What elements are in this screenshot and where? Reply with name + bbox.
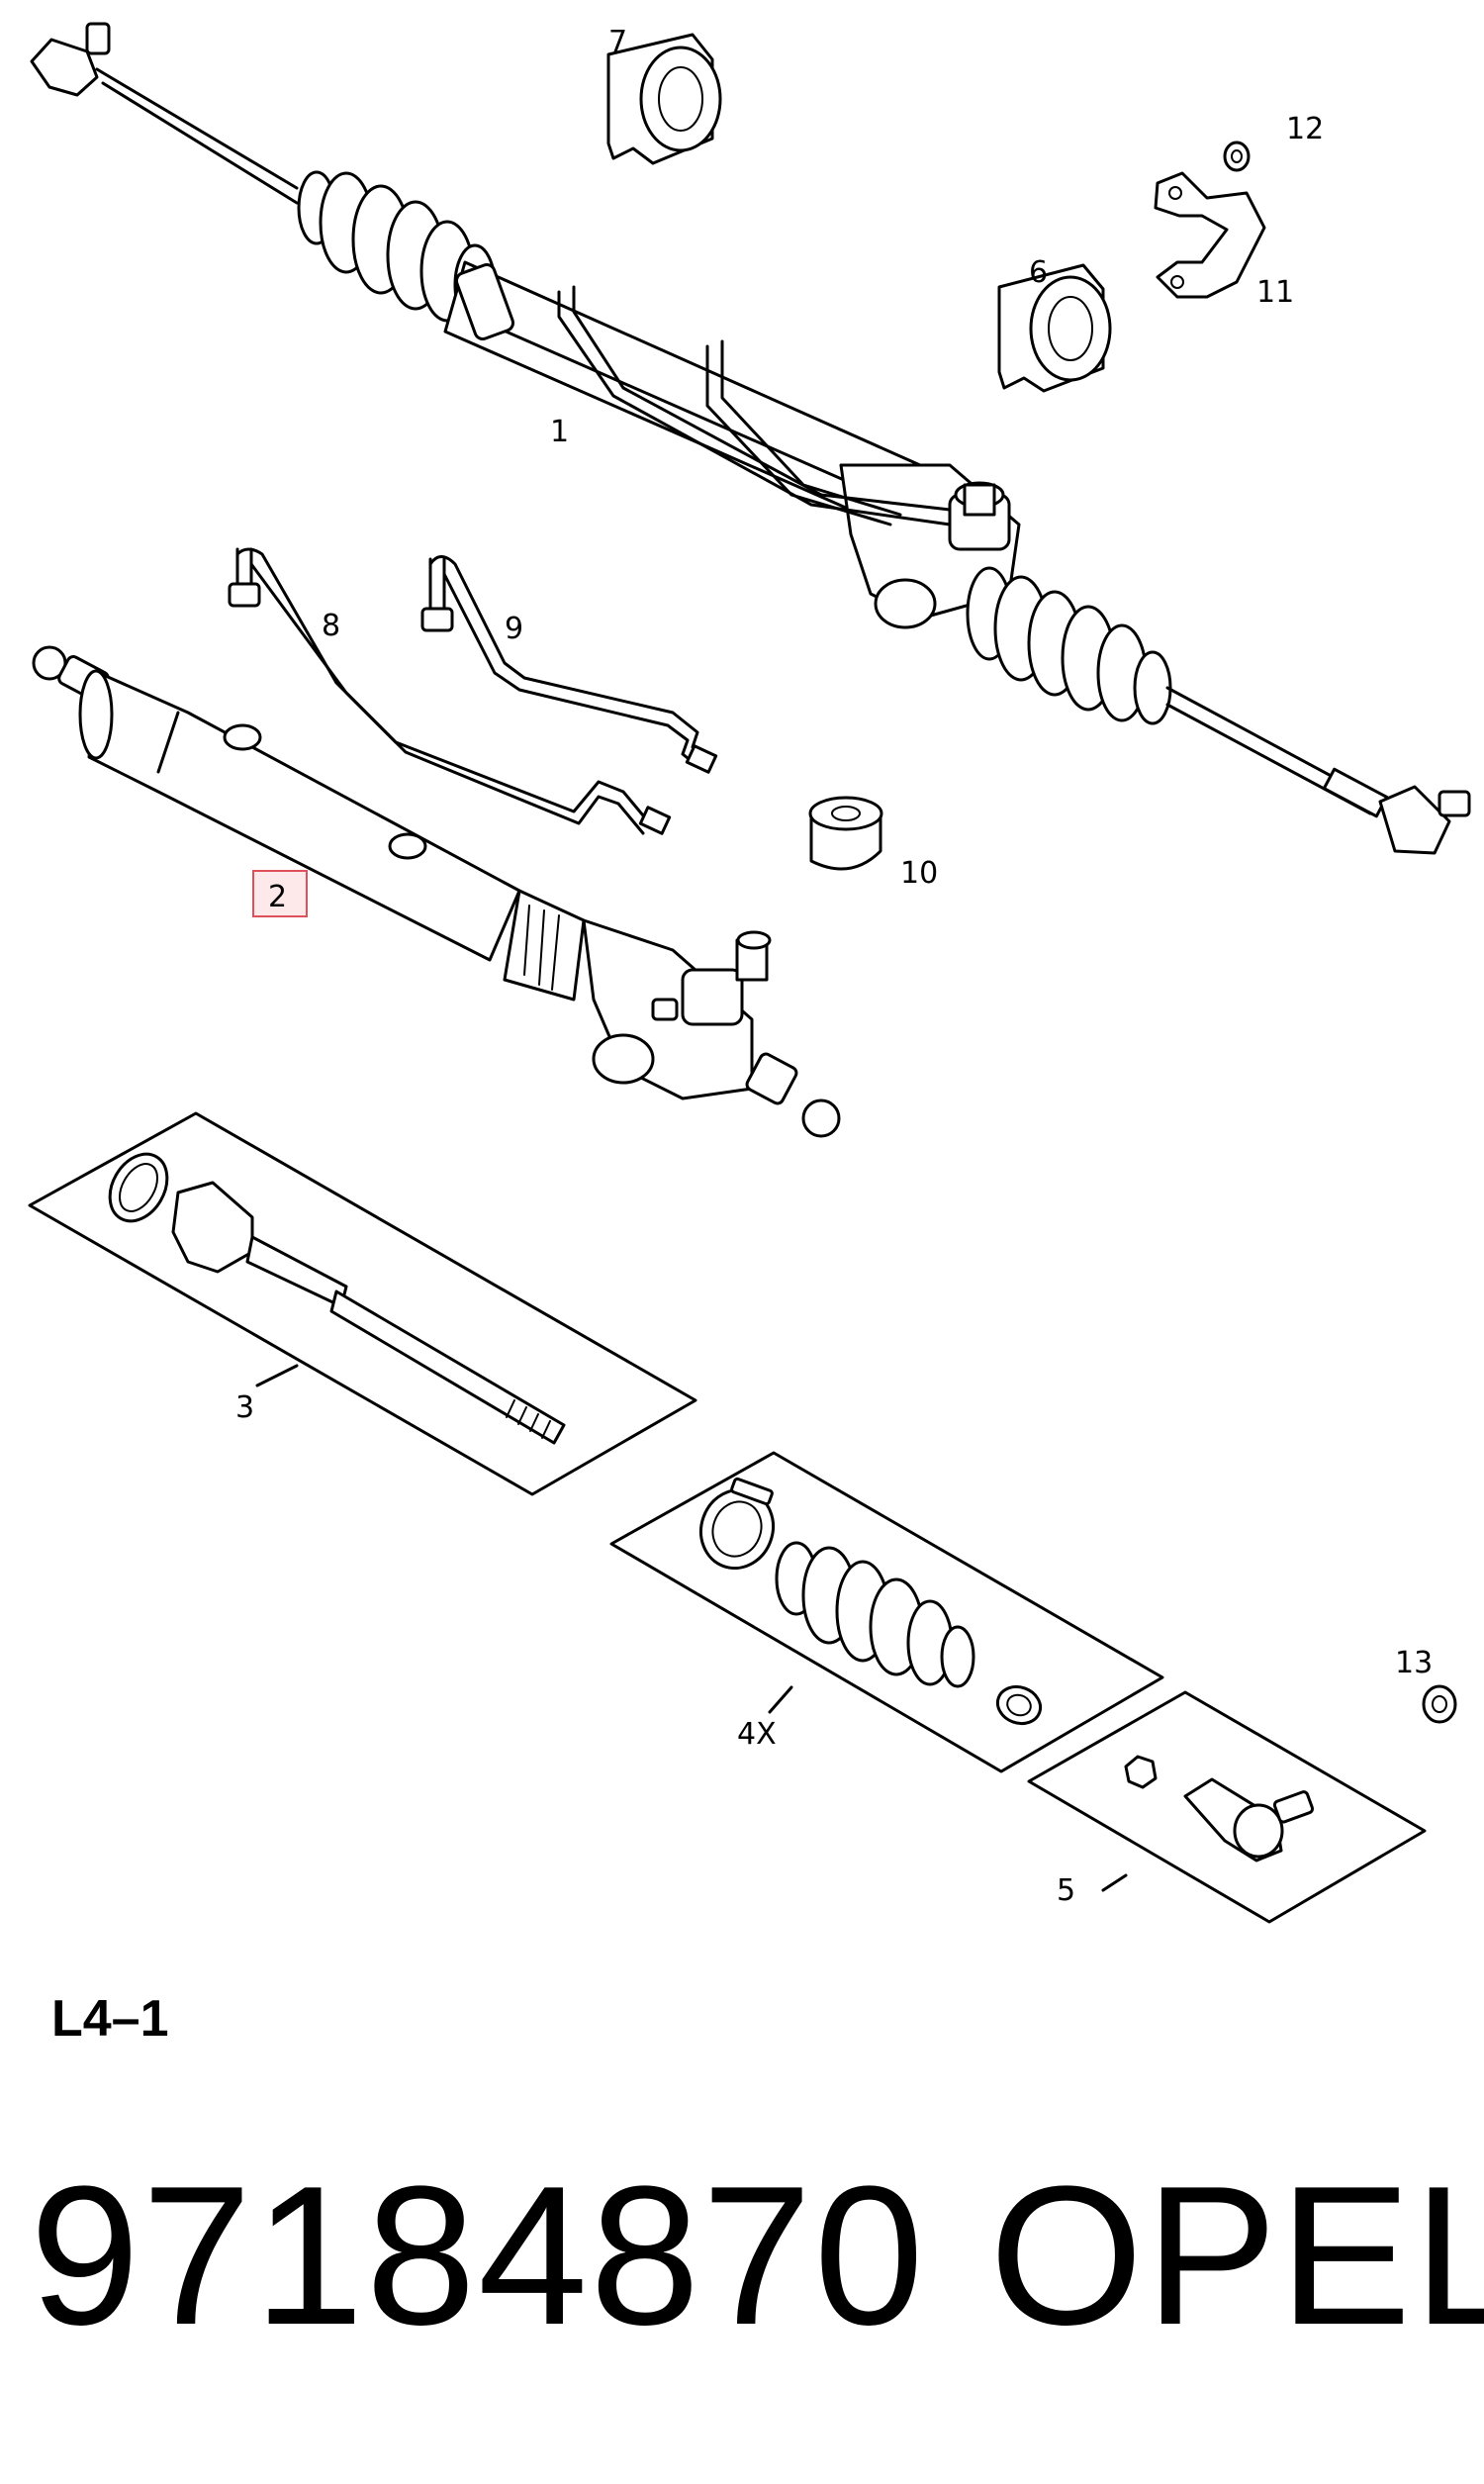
part-number: 97184870 xyxy=(30,2146,926,2366)
callout-5: 5 xyxy=(1057,1873,1075,1908)
brand-name: OPEL xyxy=(989,2146,1484,2366)
callout-4x: 4X xyxy=(737,1717,777,1752)
inner-tie-rod-kit-3 xyxy=(28,1111,697,1496)
parts-diagram: 1 2 3 4X 5 6 7 8 9 10 11 12 13 xyxy=(28,22,1471,1924)
bracket-clamp-11 xyxy=(1154,171,1266,299)
callout-2-highlight xyxy=(252,870,308,917)
diagram-reference-code: L4–1 xyxy=(51,1990,169,2048)
callout-2: 2 xyxy=(268,880,287,914)
callout-11: 11 xyxy=(1256,275,1294,310)
callout-7: 7 xyxy=(608,25,627,59)
boot-kit-4x xyxy=(609,1451,1164,1773)
callout-1: 1 xyxy=(550,415,569,449)
steering-gear-housing-2 xyxy=(32,645,841,1138)
hydraulic-pipe-8 xyxy=(228,547,672,835)
tie-rod-end-5 xyxy=(1027,1690,1427,1924)
callout-3: 3 xyxy=(235,1390,254,1425)
callout-6: 6 xyxy=(1029,255,1048,290)
callout-12: 12 xyxy=(1286,112,1324,146)
hydraulic-pipe-9 xyxy=(420,555,718,774)
nut-13 xyxy=(1422,1684,1457,1724)
callout-8: 8 xyxy=(322,609,340,643)
mounting-bush-6 xyxy=(997,263,1112,393)
callout-10: 10 xyxy=(900,856,938,891)
nut-12 xyxy=(1223,141,1251,172)
mounting-bush-7 xyxy=(606,33,722,165)
steering-gear-assembly xyxy=(30,22,1471,855)
bush-10 xyxy=(808,796,883,871)
callout-9: 9 xyxy=(505,612,523,646)
callout-13: 13 xyxy=(1395,1646,1433,1680)
